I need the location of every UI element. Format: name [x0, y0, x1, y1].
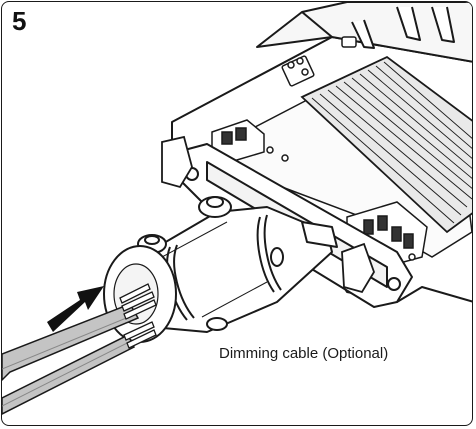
cable-gland [137, 196, 338, 333]
driver-connector [281, 36, 357, 87]
led-driver-heatsink [300, 55, 472, 234]
dimming-cable-label: Dimming cable (Optional) [219, 345, 389, 362]
insertion-arrow [47, 286, 104, 332]
step-number: 5 [12, 6, 27, 36]
wire-leads [119, 283, 157, 349]
luminaire-diagram [2, 2, 472, 415]
housing-feet [161, 135, 375, 294]
left-terminal-block [211, 119, 289, 163]
